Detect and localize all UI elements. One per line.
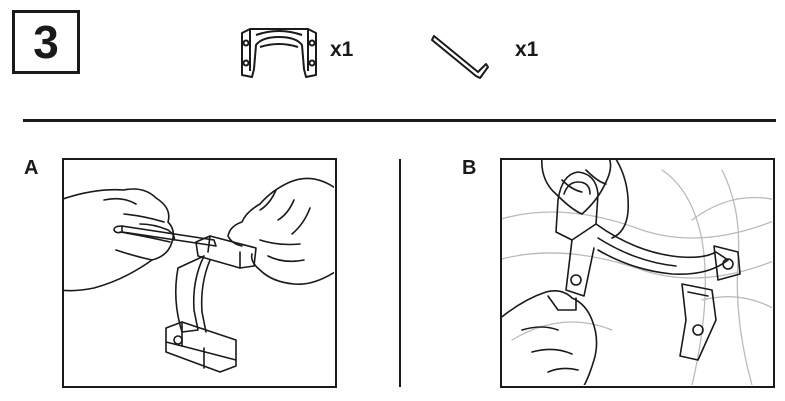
hex-key-icon (430, 28, 490, 86)
hands-bracket-on-handlebar-icon (502, 160, 772, 385)
panel-b (500, 158, 775, 388)
step-number-text: 3 (33, 15, 59, 69)
bracket-icon (236, 25, 322, 81)
step-number: 3 (12, 10, 80, 74)
hands-hex-key-bracket-icon (64, 160, 334, 385)
section-divider (23, 119, 776, 122)
panel-a (62, 158, 337, 388)
hex-key-quantity: x1 (515, 38, 538, 62)
panel-a-label: A (24, 157, 38, 180)
bracket-quantity: x1 (330, 38, 353, 62)
panel-divider (399, 159, 401, 387)
panel-b-label: B (462, 157, 476, 180)
